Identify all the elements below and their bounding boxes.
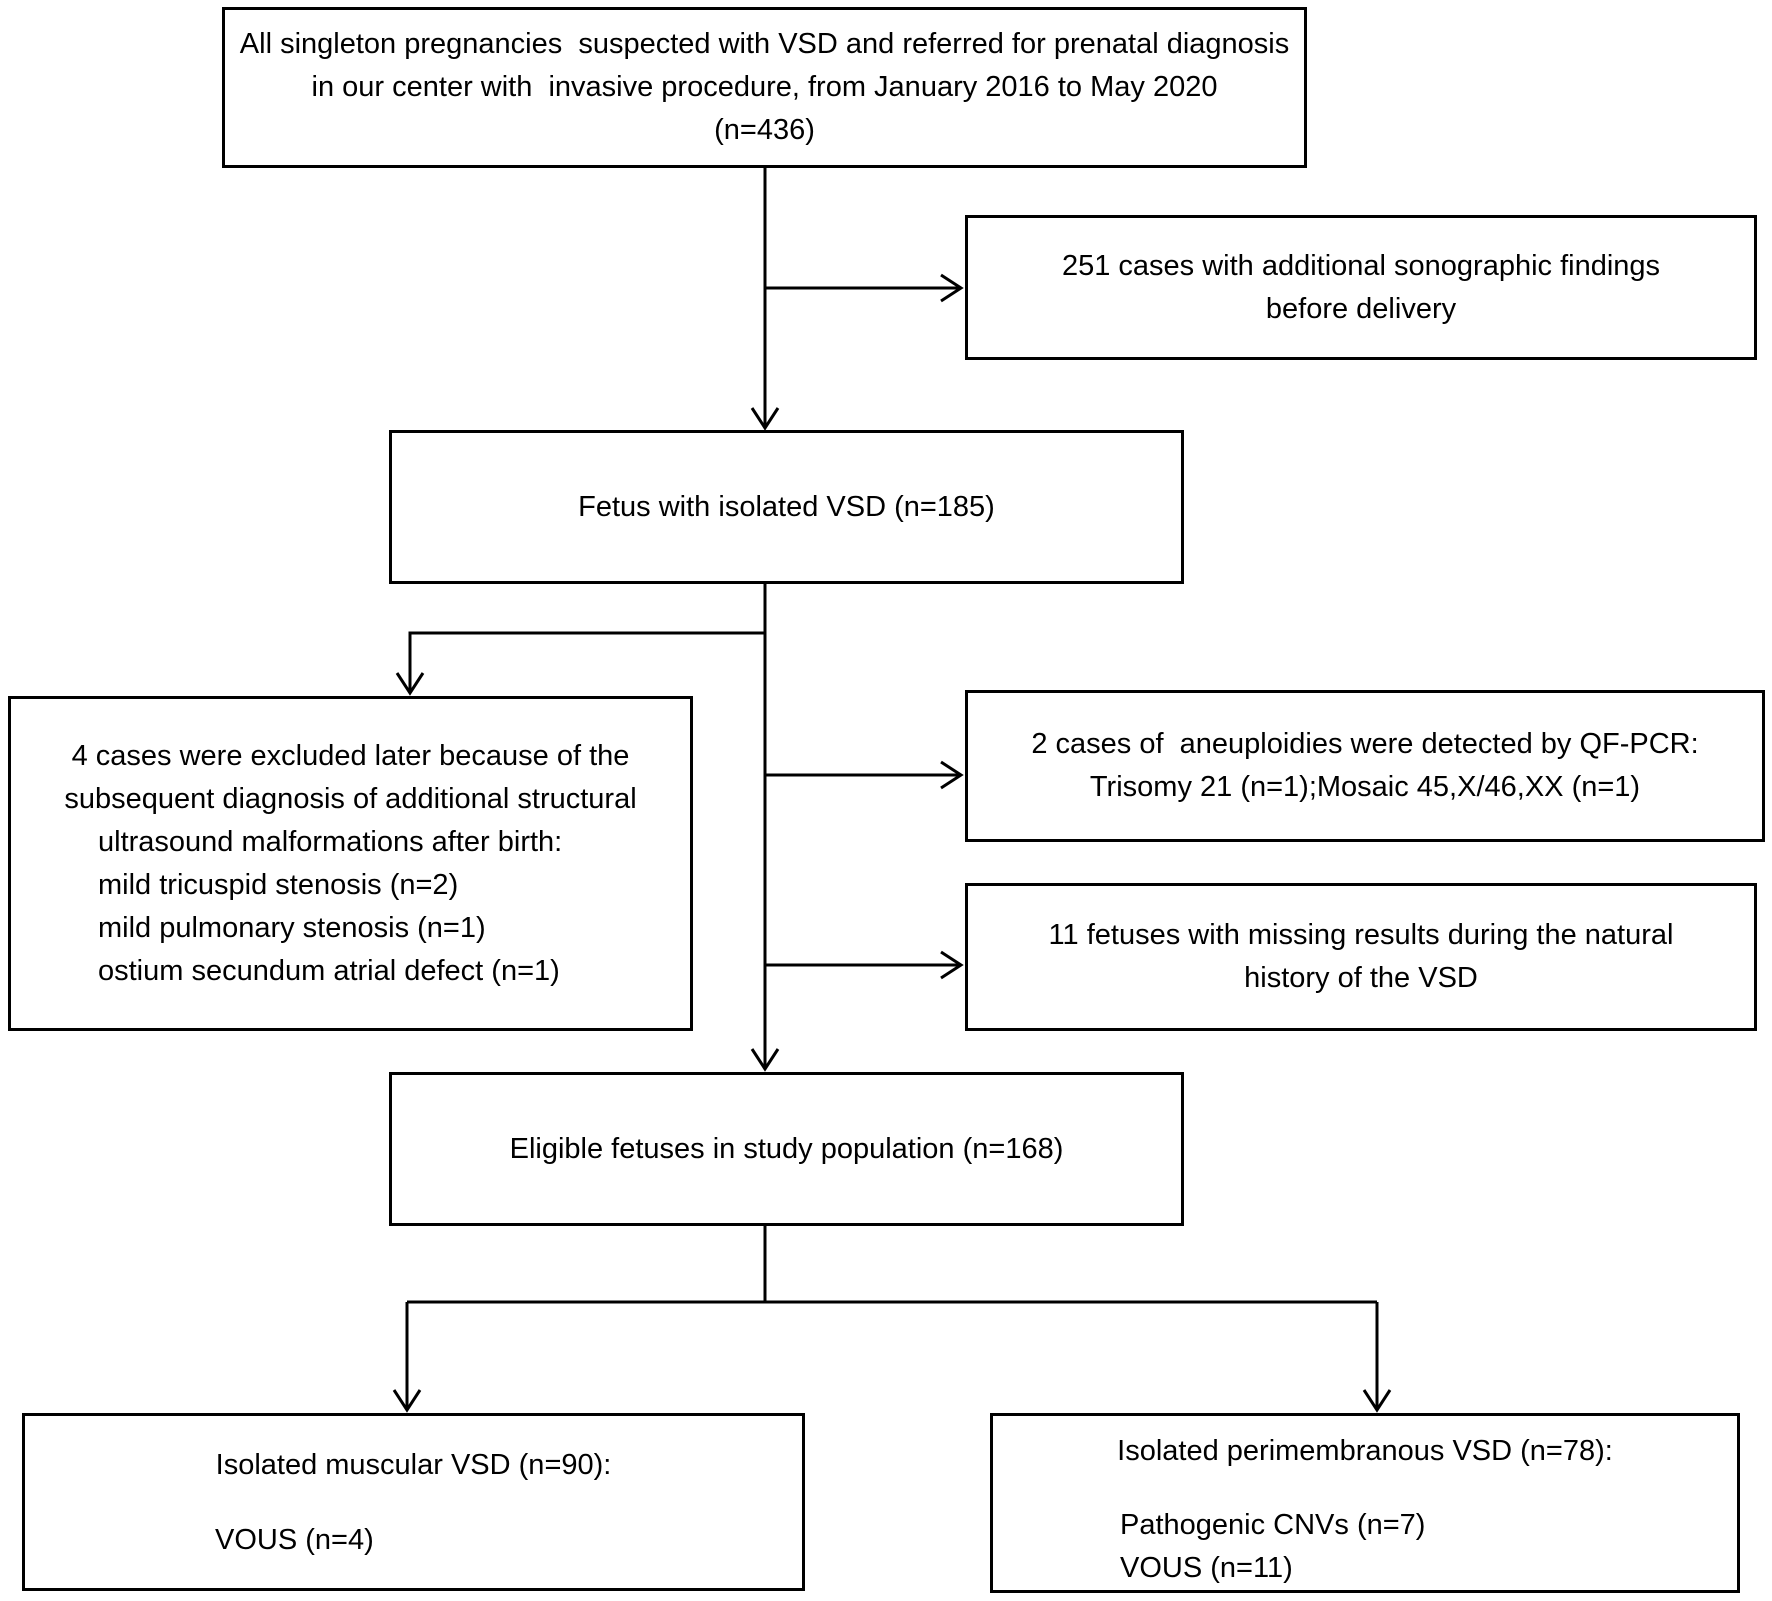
arrowhead-into-sonographic bbox=[940, 273, 964, 303]
perimembranous-title: Isolated perimembranous VSD (n=78): bbox=[1117, 1435, 1613, 1467]
perimembranous-vsd-box: Isolated perimembranous VSD (n=78): Path… bbox=[990, 1413, 1740, 1593]
population-line-1: All singleton pregnancies suspected with… bbox=[239, 28, 1290, 60]
sonographic-line-1: 251 cases with additional sonographic fi… bbox=[1061, 249, 1661, 282]
muscular-title: Isolated muscular VSD (n=90): bbox=[215, 1449, 612, 1481]
perimembranous-spacer bbox=[993, 1473, 1737, 1504]
missing-line-2: history of the VSD bbox=[1244, 962, 1478, 994]
muscular-vsd-box: Isolated muscular VSD (n=90): VOUS (n=4) bbox=[22, 1413, 805, 1591]
aneuploidy-line-2: Trisomy 21 (n=1);Mosaic 45,X/46,XX (n=1) bbox=[1089, 771, 1641, 803]
excluded-cases-box: 4 cases were excluded later because of t… bbox=[8, 696, 693, 1031]
muscular-spacer bbox=[25, 1487, 802, 1519]
isolated-vsd-label: Fetus with isolated VSD (n=185) bbox=[578, 490, 995, 523]
population-count: (n=436) bbox=[714, 114, 815, 146]
arrowhead-into-excluded bbox=[395, 672, 425, 696]
arrowhead-into-eligible bbox=[750, 1048, 780, 1072]
eligible-label: Eligible fetuses in study population (n=… bbox=[509, 1132, 1064, 1165]
arrowhead-into-missing bbox=[940, 950, 964, 980]
population-box: All singleton pregnancies suspected with… bbox=[222, 7, 1307, 168]
excluded-line-2: subsequent diagnosis of additional struc… bbox=[64, 782, 637, 815]
eligible-box: Eligible fetuses in study population (n=… bbox=[389, 1072, 1184, 1226]
excluded-item-ostium: ostium secundum atrial defect (n=1) bbox=[98, 954, 560, 987]
arrowhead-into-perimembranous bbox=[1362, 1389, 1392, 1413]
perimembranous-item-vous: VOUS (n=11) bbox=[1120, 1552, 1293, 1584]
population-line-2: in our center with invasive procedure, f… bbox=[311, 71, 1218, 103]
arrowhead-into-isolated bbox=[750, 407, 780, 431]
excluded-line-3: ultrasound malformations after birth: bbox=[98, 825, 563, 858]
missing-results-box: 11 fetuses with missing results during t… bbox=[965, 883, 1757, 1031]
isolated-vsd-box: Fetus with isolated VSD (n=185) bbox=[389, 430, 1184, 584]
excluded-line-1: 4 cases were excluded later because of t… bbox=[71, 739, 630, 772]
connector-branch-excluded bbox=[408, 631, 765, 693]
perimembranous-item-cnv: Pathogenic CNVs (n=7) bbox=[1120, 1509, 1426, 1541]
aneuploidy-box: 2 cases of aneuploidies were detected by… bbox=[965, 690, 1765, 842]
excluded-item-tricuspid: mild tricuspid stenosis (n=2) bbox=[98, 868, 459, 901]
missing-line-1: 11 fetuses with missing results during t… bbox=[1048, 919, 1674, 951]
sonographic-findings-box: 251 cases with additional sonographic fi… bbox=[965, 215, 1757, 360]
muscular-item-vous: VOUS (n=4) bbox=[215, 1524, 374, 1556]
arrowhead-into-aneuploidy bbox=[940, 760, 964, 790]
sonographic-line-2: before delivery bbox=[1265, 292, 1457, 325]
aneuploidy-line-1: 2 cases of aneuploidies were detected by… bbox=[1031, 728, 1699, 760]
arrowhead-into-muscular bbox=[392, 1389, 422, 1413]
excluded-item-pulmonary: mild pulmonary stenosis (n=1) bbox=[98, 911, 486, 944]
